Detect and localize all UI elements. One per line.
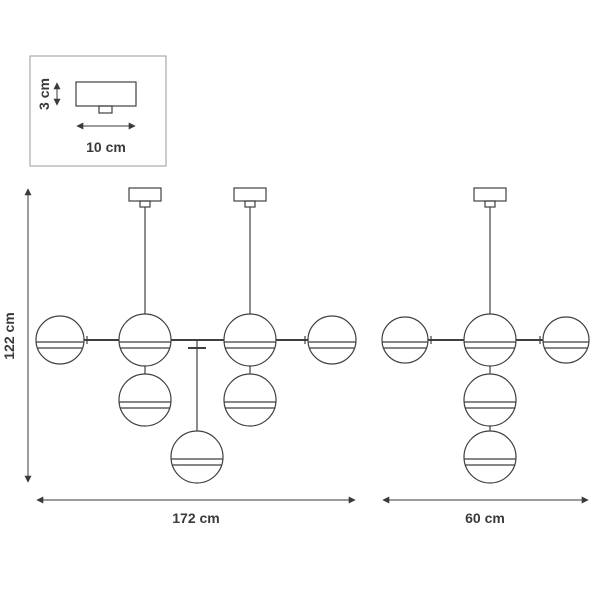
- globe: [118, 373, 172, 427]
- side-view: [381, 187, 590, 484]
- width-label: 172 cm: [172, 510, 219, 526]
- ceiling-canopy-detail: [75, 81, 137, 107]
- inset-border: [29, 55, 167, 167]
- globe: [118, 313, 172, 367]
- canopy-stem: [139, 200, 151, 208]
- inset-width-label: 10 cm: [86, 139, 126, 155]
- ceiling-canopy: [473, 187, 507, 202]
- globe: [463, 430, 517, 484]
- ceiling-canopy: [128, 187, 162, 202]
- globe: [381, 316, 429, 364]
- front-view-height-dimension: 122 cm: [1, 188, 32, 483]
- ceiling-canopy: [233, 187, 267, 202]
- globe: [542, 316, 590, 364]
- inset-height-label: 3 cm: [36, 78, 52, 110]
- globe: [35, 315, 85, 365]
- canopy-stem: [244, 200, 256, 208]
- globe: [463, 313, 517, 367]
- canopy-stem-detail: [98, 105, 113, 114]
- front-view-width-dimension: 172 cm: [36, 496, 356, 526]
- globe: [307, 315, 357, 365]
- globe: [223, 313, 277, 367]
- front-view: [35, 187, 357, 484]
- width-label: 60 cm: [465, 510, 505, 526]
- side-view-width-dimension: 60 cm: [382, 496, 589, 526]
- globe: [463, 373, 517, 427]
- mount-detail-inset: 3 cm 10 cm: [29, 55, 167, 167]
- canopy-stem: [484, 200, 496, 208]
- height-label: 122 cm: [1, 312, 17, 359]
- globe: [170, 430, 224, 484]
- globe: [223, 373, 277, 427]
